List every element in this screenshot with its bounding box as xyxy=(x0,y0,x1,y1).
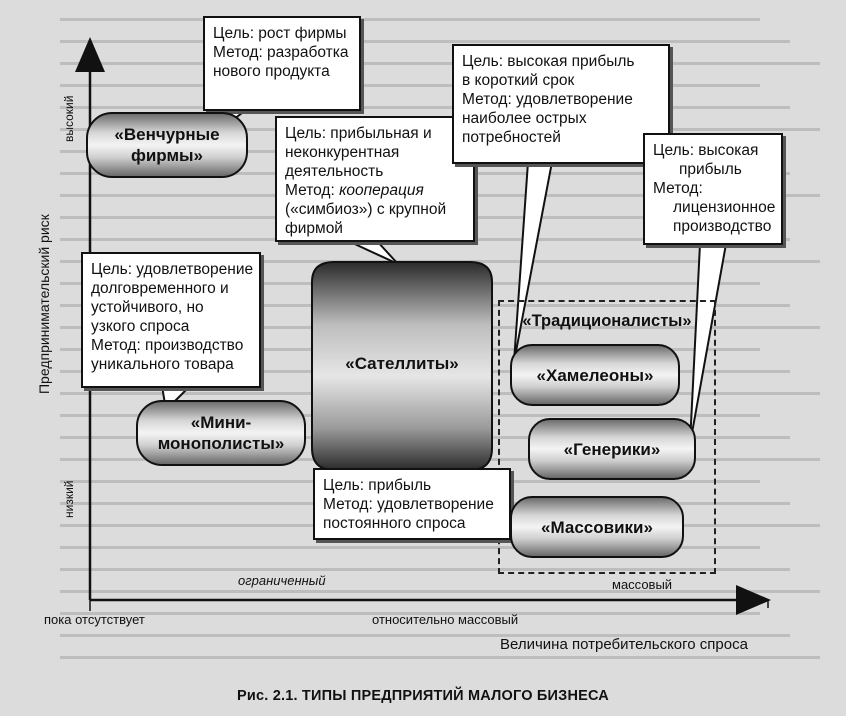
callout-text: фирмой xyxy=(285,220,343,237)
background-line xyxy=(60,18,760,21)
firm-chameleons: «Хамелеоны» xyxy=(510,344,680,406)
background-line xyxy=(60,590,820,593)
callout-satellites: Цель: прибыльная и неконкурентная деятел… xyxy=(275,116,475,242)
x-tick-none: пока отсутствует xyxy=(44,612,145,627)
firm-label: «Венчурные xyxy=(114,125,220,144)
callout-text: Цель: удовлетворение xyxy=(91,261,254,278)
firm-satellites-label: «Сателлиты» xyxy=(345,354,459,373)
callout-text: лицензионное xyxy=(673,199,776,216)
callout-text: Метод: xyxy=(653,180,703,197)
callout-text: неконкурентная xyxy=(285,144,400,161)
callout-text: нового продукта xyxy=(213,63,330,80)
callout-text: уникального товара xyxy=(91,356,234,373)
background-line xyxy=(60,612,760,615)
callout-text: («симбиоз») с крупной xyxy=(285,201,447,218)
x-range-mass: массовый xyxy=(612,577,673,592)
firm-label: фирмы» xyxy=(130,146,204,165)
callout-text: устойчивого, но xyxy=(91,299,204,316)
callout-text: наиболее острых xyxy=(462,110,587,127)
callout-chameleons: Цель: высокая прибыль в короткий срок Ме… xyxy=(452,44,670,164)
callout-generics: Цель: высокая прибыль Метод: лицензионно… xyxy=(643,133,783,245)
background-line xyxy=(60,656,820,659)
callout-text: узкого спроса xyxy=(91,318,190,335)
background-line xyxy=(60,84,760,87)
callout-text: Метод: разработка xyxy=(213,44,349,61)
callout-venture: Цель: рост фирмы Метод: разработка новог… xyxy=(203,16,361,111)
y-axis-label: Предпринимательский риск xyxy=(36,214,52,394)
background-line xyxy=(60,62,820,65)
callout-text: Цель: прибыльная и xyxy=(285,125,432,142)
x-axis-label: Величина потребительского спроса xyxy=(500,636,748,653)
callout-mass: Цель: прибыль Метод: удовлетворение пост… xyxy=(313,468,511,540)
background-line xyxy=(60,634,790,637)
figure-caption: Рис. 2.1. ТИПЫ ПРЕДПРИЯТИЙ МАЛОГО БИЗНЕС… xyxy=(237,688,609,704)
x-tick-mass: относительно массовый xyxy=(372,612,519,627)
callout-text: Цель: высокая xyxy=(653,142,759,159)
callout-text: Цель: рост фирмы xyxy=(213,25,347,42)
callout-text: Цель: высокая прибыль xyxy=(462,53,635,70)
callout-text: потребностей xyxy=(462,129,561,146)
firm-venture: «Венчурные фирмы» xyxy=(86,112,248,178)
background-line xyxy=(60,40,790,43)
callout-text: долговременного и xyxy=(91,280,229,297)
callout-text: деятельность xyxy=(285,163,384,180)
callout-mini: Цель: удовлетворение долговременного и у… xyxy=(81,252,261,388)
background-line xyxy=(60,568,790,571)
callout-text: постоянного спроса xyxy=(323,515,466,532)
callout-text: в короткий срок xyxy=(462,72,575,89)
background-line xyxy=(60,546,760,549)
traditionalists-label: «Традиционалисты» xyxy=(522,312,692,330)
callout-text: Метод: удовлетворение xyxy=(462,91,633,108)
callout-text: Цель: прибыль xyxy=(323,477,432,494)
satellites-shape xyxy=(311,261,493,471)
callout-text: Метод: кооперация xyxy=(285,182,424,199)
callout-text: производство xyxy=(673,218,772,235)
y-low-label: низкий xyxy=(62,480,76,519)
y-high-label: высокий xyxy=(62,95,76,142)
traditionalists-group xyxy=(498,300,716,574)
firm-label: «Мини- xyxy=(190,413,252,432)
firm-mini-monopolists: «Мини-монополисты» xyxy=(136,400,306,466)
firm-label: монополисты» xyxy=(157,434,285,453)
background-line xyxy=(60,106,790,109)
callout-text: прибыль xyxy=(679,161,742,178)
pointer-satellites xyxy=(345,239,399,265)
x-range-limited: ограниченный xyxy=(238,573,326,588)
firm-mass: «Массовики» xyxy=(510,496,684,558)
callout-text: Метод: производство xyxy=(91,337,244,354)
callout-text: Метод: удовлетворение xyxy=(323,496,494,513)
firm-generics: «Генерики» xyxy=(528,418,696,480)
